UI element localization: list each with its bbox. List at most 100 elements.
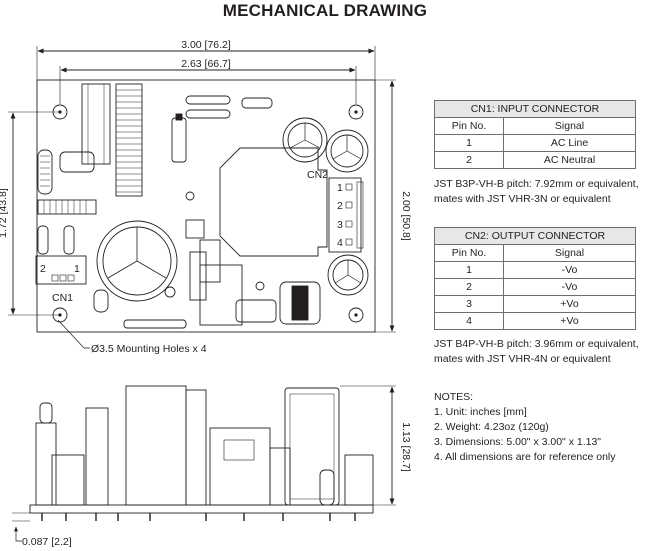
notes-block: NOTES: 1. Unit: inches [mm] 2. Weight: 4… (434, 390, 616, 465)
note-item: 2. Weight: 4.23oz (120g) (434, 421, 549, 433)
table-cell: 4 (434, 312, 504, 330)
table-cell: +Vo (503, 295, 636, 313)
cn2-connector[interactable] (328, 177, 362, 253)
capacitor-component (325, 129, 369, 173)
side-transformer (125, 385, 187, 506)
capacitor-component (171, 117, 187, 163)
output-capacitor-component (279, 281, 321, 325)
svg-text:2: 2 (337, 200, 343, 212)
hole-spacing-x-dimension-label: 2.63 [66.7] (181, 58, 231, 70)
resistor-component (241, 97, 273, 109)
svg-text:3: 3 (337, 219, 343, 231)
cn2-table-title: CN2: OUTPUT CONNECTOR (434, 227, 636, 245)
note-item: 4. All dimensions are for reference only (434, 451, 616, 463)
capacitor-component (327, 254, 369, 296)
table-header-cell: Pin No. (434, 117, 504, 135)
table-cell: +Vo (503, 312, 636, 330)
table-cell: -Vo (503, 278, 636, 296)
notes-heading: NOTES: (434, 391, 474, 403)
side-capacitor (284, 387, 340, 506)
diode-component (63, 225, 75, 255)
side-main-transformer (209, 427, 271, 506)
resistor-component (185, 95, 231, 105)
table-row: 1 AC Line (434, 134, 636, 152)
note-line: JST B3P-VH-B pitch: 7.92mm or equivalent… (434, 178, 639, 190)
resistor-component (59, 151, 95, 173)
cn1-table-title: CN1: INPUT CONNECTOR (434, 100, 636, 118)
side-component (85, 407, 109, 506)
table-cell: 3 (434, 295, 504, 313)
table-row: 2 -Vo (434, 278, 636, 296)
note-line: mates with JST VHR-3N or equivalent (434, 193, 611, 205)
ic-component (185, 219, 205, 239)
table-cell: AC Neutral (503, 151, 636, 169)
table-header-cell: Signal (503, 117, 636, 135)
table-cell: -Vo (503, 261, 636, 279)
component-via (185, 191, 195, 201)
table-cell: 2 (434, 151, 504, 169)
note-item: 3. Dimensions: 5.00" x 3.00" x 1.13" (434, 436, 602, 448)
cn2-table: CN2: OUTPUT CONNECTOR Pin No. Signal 1 -… (434, 227, 636, 330)
table-header-cell: Signal (503, 244, 636, 262)
fuse-component (93, 289, 109, 313)
svg-text:1: 1 (337, 182, 343, 194)
cn1-pin-number: 1 (74, 263, 80, 275)
side-component (319, 469, 335, 506)
transformer-component (81, 83, 111, 165)
side-pcb (29, 504, 374, 514)
width-dimension-label: 3.00 [76.2] (181, 39, 231, 51)
side-component (344, 454, 374, 506)
side-view: 1.13 [28.7] 0.087 [2.2] (12, 385, 412, 548)
table-header-cell: Pin No. (434, 244, 504, 262)
resistor-component (235, 299, 277, 323)
table-row: 4 +Vo (434, 312, 636, 330)
table-row: 2 AC Neutral (434, 151, 636, 169)
heatsink-component (199, 239, 221, 283)
mounting-holes-label: Ø3.5 Mounting Holes x 4 (91, 343, 207, 355)
mounting-hole-leader (57, 319, 90, 349)
hole-spacing-y-dimension-label: 1.72 [43.8] (0, 188, 9, 238)
cn1-connector[interactable] (35, 255, 87, 285)
cn1-pin-number: 2 (40, 263, 46, 275)
table-cell: 1 (434, 261, 504, 279)
height-dimension-label: 2.00 [50.8] (400, 191, 412, 241)
component-via (164, 286, 176, 298)
coil-component (115, 83, 143, 197)
inductor-component (199, 264, 243, 326)
table-row: 3 +Vo (434, 295, 636, 313)
page-title: MECHANICAL DRAWING (222, 1, 428, 20)
cn1-table: CN1: INPUT CONNECTOR Pin No. Signal 1 AC… (434, 100, 636, 169)
table-row: 1 -Vo (434, 261, 636, 279)
main-transformer-component (219, 147, 328, 257)
note-item: 1. Unit: inches [mm] (434, 406, 527, 418)
side-component (185, 389, 207, 506)
note-line: JST B4P-VH-B pitch: 3.96mm or equivalent… (434, 338, 639, 350)
table-cell: 1 (434, 134, 504, 152)
component-via (255, 281, 265, 291)
side-component (35, 422, 57, 506)
resistor-component (123, 319, 187, 329)
capacitor-component (282, 117, 328, 163)
cn1-label: CN1 (52, 292, 73, 304)
mounting-holes (52, 104, 364, 323)
bulk-capacitor-component (96, 220, 178, 302)
note-line: mates with JST VHR-4N or equivalent (434, 353, 611, 365)
side-component (269, 447, 291, 506)
heatsink-component (189, 251, 207, 301)
side-height-dimension-label: 1.13 [28.7] (400, 422, 412, 472)
lead-dimension-label: 0.087 [2.2] (22, 536, 72, 548)
cn2-connector-note: JST B4P-VH-B pitch: 3.96mm or equivalent… (434, 337, 639, 367)
top-view: 3.00 [76.2] 2.63 [66.7] 2.00 [50.8] 1.72… (0, 39, 412, 355)
heatsink-component (37, 199, 97, 215)
varistor-component (37, 149, 53, 195)
table-cell: 2 (434, 278, 504, 296)
side-component (39, 402, 53, 424)
board-outline (36, 79, 376, 333)
cn1-connector-note: JST B3P-VH-B pitch: 7.92mm or equivalent… (434, 177, 639, 207)
table-cell: AC Line (503, 134, 636, 152)
lead-dimension-line (14, 526, 22, 542)
side-component (51, 454, 85, 506)
cn2-label: CN2 (307, 169, 328, 181)
diode-component (37, 225, 49, 255)
resistor-component (185, 109, 231, 119)
